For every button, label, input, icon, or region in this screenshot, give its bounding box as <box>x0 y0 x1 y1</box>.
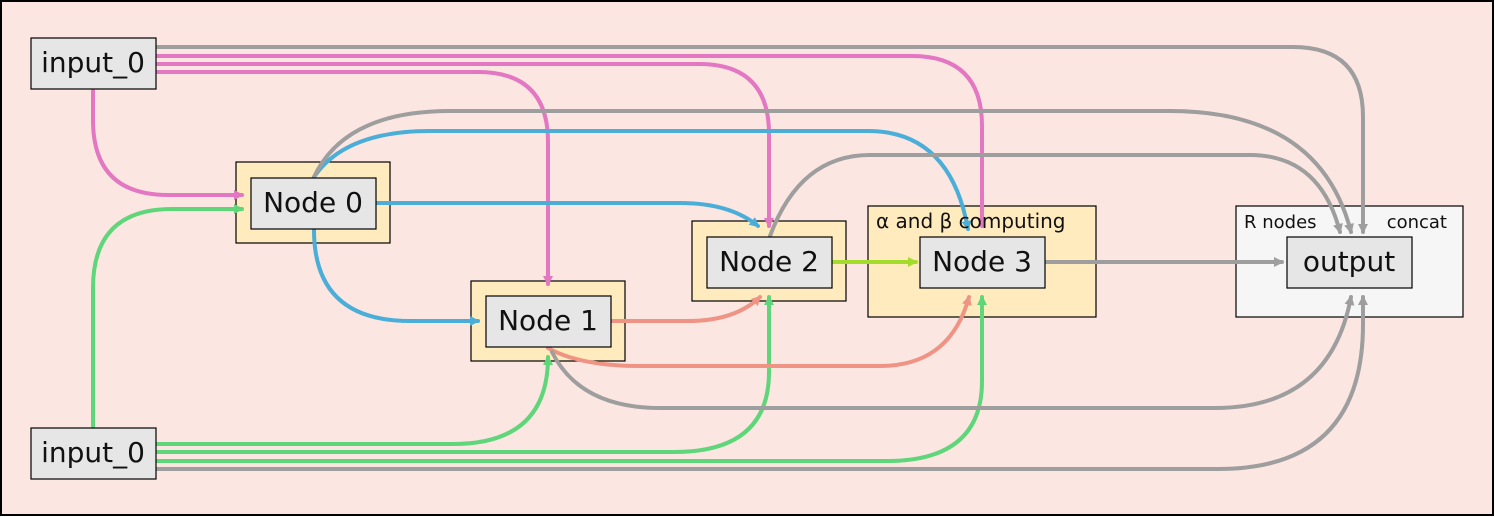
node1-label: Node 1 <box>498 304 598 337</box>
edge-node0-to-node2 <box>375 201 760 228</box>
edge-input-top-to-node2 <box>155 62 774 228</box>
edge-input-top-to-node3 <box>155 54 987 228</box>
output-cluster-right-label: concat <box>1387 212 1447 233</box>
edge-node0-to-output <box>312 109 1354 234</box>
node-0[interactable]: Node 0 <box>250 177 377 230</box>
node3-label: Node 3 <box>932 245 1032 278</box>
edge-node0-to-node1 <box>312 228 480 326</box>
edge-input-bottom-to-node0 <box>91 204 244 428</box>
node-1[interactable]: Node 1 <box>485 295 612 348</box>
node-input-bottom[interactable]: input_0 <box>30 427 157 480</box>
computing-cluster-label: α and β computing <box>876 209 1066 233</box>
edge-node2-to-output <box>768 153 1343 238</box>
edge-input-bottom-to-node3 <box>155 295 987 463</box>
edge-node0-to-node3 <box>312 129 972 231</box>
edge-input-bottom-to-node2 <box>155 295 774 454</box>
node-2[interactable]: Node 2 <box>706 236 833 289</box>
edge-input-bottom-to-output <box>155 295 1368 471</box>
edge-input-top-to-output <box>155 45 1368 234</box>
edge-input-top-to-node0 <box>91 89 244 200</box>
input-top-label: input_0 <box>41 46 145 79</box>
edge-node1-to-output <box>550 295 1355 410</box>
node-input-top[interactable]: input_0 <box>30 37 157 90</box>
edge-input-top-to-node1 <box>155 70 553 286</box>
edge-node1-to-node2 <box>610 295 762 323</box>
input-bottom-label: input_0 <box>41 436 145 469</box>
node0-label: Node 0 <box>263 186 363 219</box>
output-label: output <box>1303 245 1395 278</box>
node-3[interactable]: Node 3 <box>919 236 1046 289</box>
node-output[interactable]: output <box>1286 236 1413 289</box>
edge-input-bottom-to-node1 <box>155 355 553 446</box>
output-cluster-left-label: R nodes <box>1244 212 1317 233</box>
node2-label: Node 2 <box>719 245 819 278</box>
edge-node1-to-node3 <box>546 295 972 368</box>
